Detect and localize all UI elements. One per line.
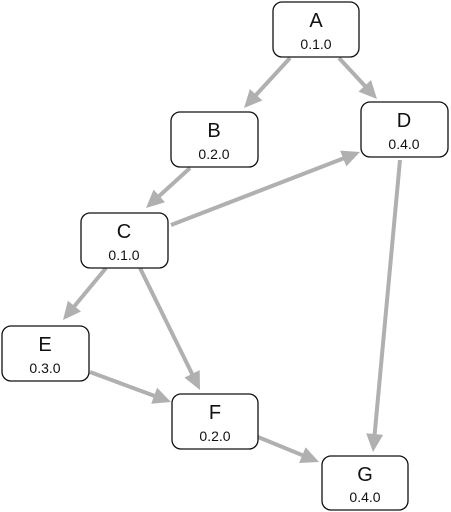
edge-c-to-f: [138, 267, 200, 390]
edge-c-to-e: [63, 266, 108, 320]
edge-d-to-g: [366, 159, 402, 452]
node-f-name: F: [209, 402, 221, 424]
node-e-version: 0.3.0: [29, 360, 60, 376]
node-d-version: 0.4.0: [388, 136, 419, 152]
edge-line: [157, 166, 192, 199]
node-b[interactable]: B 0.2.0: [170, 111, 259, 168]
node-g[interactable]: G 0.4.0: [321, 455, 409, 511]
node-c-box: [80, 212, 169, 269]
node-c-version: 0.1.0: [108, 247, 139, 263]
edge-c-to-d: [170, 150, 360, 227]
node-a-version: 0.1.0: [300, 36, 331, 52]
node-g-box: [321, 455, 409, 511]
edge-line: [372, 159, 402, 436]
edge-line: [72, 266, 108, 309]
arrowhead-icon: [299, 447, 319, 463]
node-a[interactable]: A 0.1.0: [272, 1, 360, 58]
node-d[interactable]: D 0.4.0: [360, 101, 449, 158]
node-b-box: [170, 111, 259, 168]
edge-line: [257, 435, 305, 458]
node-f-version: 0.2.0: [199, 428, 230, 444]
edge-a-to-b: [244, 56, 292, 108]
edge-b-to-c: [146, 166, 192, 208]
arrowhead-icon: [151, 387, 171, 404]
arrowhead-icon: [340, 150, 360, 167]
node-c[interactable]: C 0.1.0: [80, 212, 169, 269]
arrowhead-icon: [184, 370, 200, 390]
node-b-name: B: [207, 120, 220, 142]
edge-e-to-f: [89, 370, 171, 404]
node-g-name: G: [357, 464, 373, 486]
node-d-box: [360, 101, 449, 158]
edge-f-to-g: [257, 435, 319, 463]
edge-line: [254, 56, 292, 97]
edge-line: [138, 267, 195, 376]
node-e-box: [1, 325, 90, 382]
node-a-box: [272, 1, 360, 58]
arrowhead-icon: [146, 189, 165, 208]
edge-line: [170, 156, 345, 227]
node-a-name: A: [309, 10, 323, 32]
node-f-box: [171, 393, 259, 450]
arrowhead-icon: [63, 300, 81, 320]
node-e[interactable]: E 0.3.0: [1, 325, 90, 382]
edges-layer: [63, 56, 402, 463]
node-d-name: D: [397, 110, 411, 132]
node-c-name: C: [117, 221, 131, 243]
node-g-version: 0.4.0: [349, 489, 380, 505]
arrowhead-icon: [366, 433, 384, 452]
arrowhead-icon: [244, 89, 263, 108]
edge-line: [89, 370, 156, 398]
edge-a-to-d: [337, 56, 377, 99]
node-f[interactable]: F 0.2.0: [171, 393, 259, 450]
node-b-version: 0.2.0: [198, 146, 229, 162]
arrowhead-icon: [358, 80, 377, 99]
edge-line: [337, 56, 367, 88]
node-e-name: E: [38, 334, 51, 356]
